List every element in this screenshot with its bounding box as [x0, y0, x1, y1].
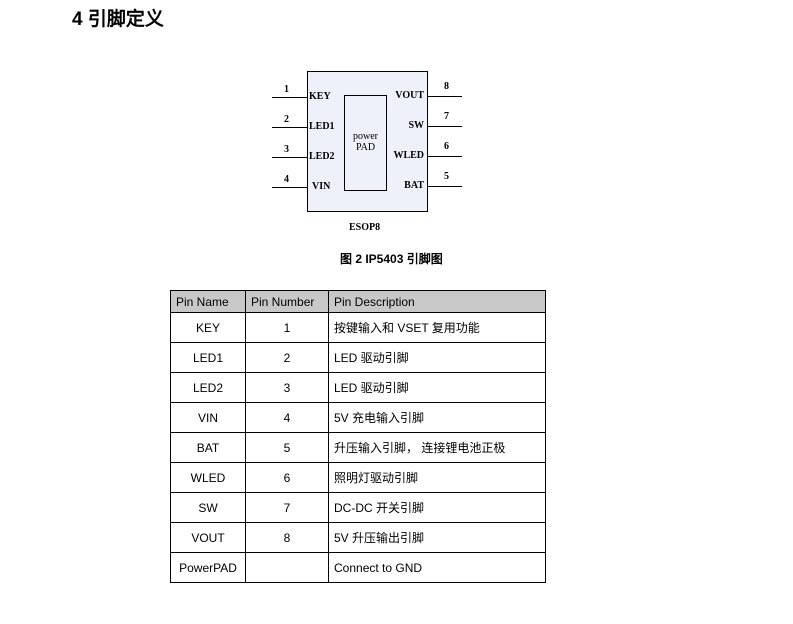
table-row: SW 7 DC-DC 开关引脚	[170, 492, 546, 523]
pin-name-cell: LED1	[170, 342, 246, 373]
pin-description-cell: 照明灯驱动引脚	[328, 462, 546, 493]
col-header: Pin Number	[245, 290, 329, 313]
pin-number: 3	[284, 144, 289, 155]
pin-number-cell: 6	[245, 462, 329, 493]
pin-name-cell: LED2	[170, 372, 246, 403]
pin-lead	[427, 126, 462, 127]
pin-number-cell: 8	[245, 522, 329, 553]
pin-description-cell: 5V 升压输出引脚	[328, 522, 546, 553]
pin-lead	[427, 186, 462, 187]
pin-number: 1	[284, 84, 289, 95]
pin-lead	[272, 97, 307, 98]
pin-name: WLED	[393, 150, 424, 161]
col-header: Pin Name	[170, 290, 246, 313]
pin-name: KEY	[309, 91, 331, 102]
col-header: Pin Description	[328, 290, 546, 313]
pin-description-cell: 按键输入和 VSET 复用功能	[328, 312, 546, 343]
pin-name: SW	[408, 120, 424, 131]
pin-description-cell: LED 驱动引脚	[328, 372, 546, 403]
table-row: BAT 5 升压输入引脚， 连接锂电池正极	[170, 432, 546, 463]
pin-name: LED2	[309, 151, 335, 162]
pin-description-cell: DC-DC 开关引脚	[328, 492, 546, 523]
pin-name-cell: VOUT	[170, 522, 246, 553]
pad-label: PAD	[355, 142, 376, 153]
pin-name-cell: PowerPAD	[170, 552, 246, 583]
pin-number: 7	[444, 111, 449, 122]
pin-lead	[272, 157, 307, 158]
table-row: LED2 3 LED 驱动引脚	[170, 372, 546, 403]
package-label: ESOP8	[349, 222, 381, 233]
pin-number: 2	[284, 114, 289, 125]
pin-name-cell: KEY	[170, 312, 246, 343]
section-heading: 4 引脚定义	[72, 9, 164, 30]
pin-name: VOUT	[395, 90, 424, 101]
pin-description-cell: 5V 充电输入引脚	[328, 402, 546, 433]
pin-lead	[427, 156, 462, 157]
figure-caption: 图 2 IP5403 引脚图	[340, 252, 443, 266]
pin-number-cell: 1	[245, 312, 329, 343]
pin-name-cell: VIN	[170, 402, 246, 433]
pin-name: VIN	[312, 181, 331, 192]
table-row: VOUT 8 5V 升压输出引脚	[170, 522, 546, 553]
table-row: KEY 1 按键输入和 VSET 复用功能	[170, 312, 546, 343]
pad-label: power	[353, 131, 378, 142]
pin-table: Pin Name Pin Number Pin Description KEY …	[170, 290, 546, 583]
pin-name-cell: WLED	[170, 462, 246, 493]
pin-lead	[272, 187, 307, 188]
pin-number-cell: 2	[245, 342, 329, 373]
pin-number-cell: 3	[245, 372, 329, 403]
pin-name-cell: SW	[170, 492, 246, 523]
pin-name-cell: BAT	[170, 432, 246, 463]
pin-lead	[427, 96, 462, 97]
table-row: WLED 6 照明灯驱动引脚	[170, 462, 546, 493]
pin-number: 5	[444, 171, 449, 182]
pin-description-cell: 升压输入引脚， 连接锂电池正极	[328, 432, 546, 463]
pin-number: 6	[444, 141, 449, 152]
table-row: LED1 2 LED 驱动引脚	[170, 342, 546, 373]
pin-number-cell: 5	[245, 432, 329, 463]
pin-number: 8	[444, 81, 449, 92]
pin-number: 4	[284, 174, 289, 185]
pin-name: LED1	[309, 121, 335, 132]
pin-number-cell	[245, 552, 329, 583]
pin-description-cell: Connect to GND	[328, 552, 546, 583]
table-row: PowerPAD Connect to GND	[170, 552, 546, 583]
table-header: Pin Name Pin Number Pin Description	[170, 290, 546, 313]
pin-description-cell: LED 驱动引脚	[328, 342, 546, 373]
pin-lead	[272, 127, 307, 128]
pin-number-cell: 4	[245, 402, 329, 433]
table-row: VIN 4 5V 充电输入引脚	[170, 402, 546, 433]
pin-name: BAT	[404, 180, 424, 191]
pin-number-cell: 7	[245, 492, 329, 523]
